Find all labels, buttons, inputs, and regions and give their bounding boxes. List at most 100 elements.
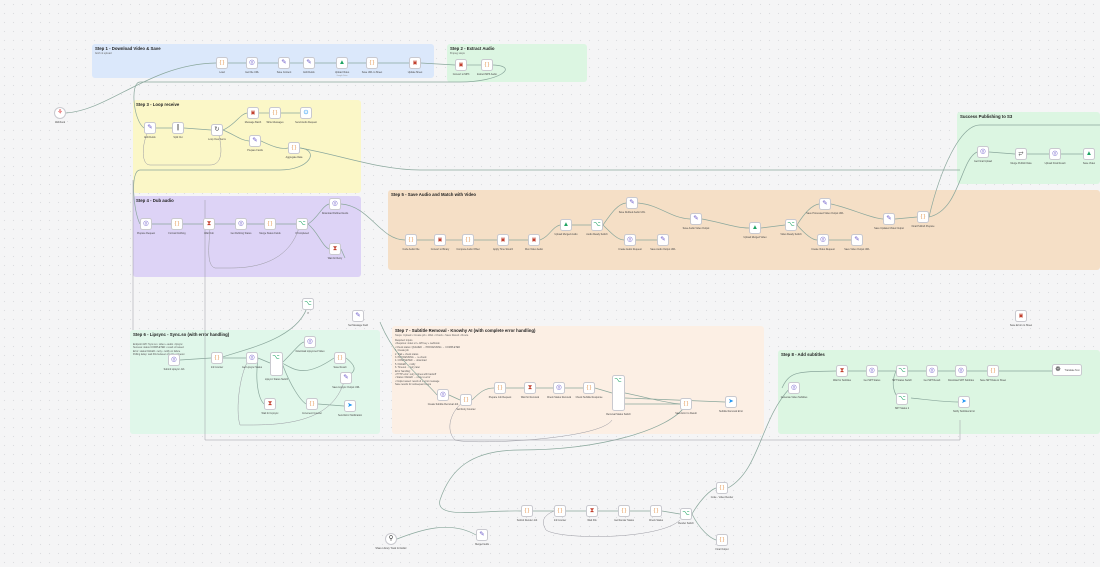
node-compute-offset[interactable]: { } Compute Audio Offset [456, 234, 480, 251]
node-generate-subtitles[interactable]: ◎ Generate Video Subtitles [780, 382, 808, 399]
node-get-srt-status[interactable]: ◎ Get SRT Status [863, 365, 881, 382]
node-wait-30s[interactable]: ⧗ Wait 30s [586, 505, 598, 522]
node-video-ready-switch[interactable]: ⌥ Video Ready Switch [780, 219, 802, 236]
node-check-removal[interactable]: ◎ Check Status Removal [546, 382, 572, 399]
node-extract-mp3[interactable]: { } Extract MP3 Audio [477, 59, 497, 76]
node-wait-retry[interactable]: ⧗ Wait for Retry [327, 243, 343, 260]
node-get-dubbing-status[interactable]: ◎ Get Dubbing Status [230, 218, 252, 235]
node-render-switch[interactable]: ⌥ Render Switch [678, 508, 694, 525]
node-format-dubbing[interactable]: { } Format Dubbing [168, 218, 186, 235]
node-if-completed[interactable]: ⌥ If Completed [295, 218, 309, 235]
node-save-result[interactable]: { } Save Result [334, 352, 346, 369]
node-aggregate-data[interactable]: { } Aggregate Data [286, 142, 302, 159]
globe-icon: ◎ [556, 383, 562, 391]
node-init-counter[interactable]: { } Init Counter [211, 352, 223, 369]
node-merge-publish[interactable]: ⥂ Merge Publish Data [1010, 148, 1032, 165]
node-message-batch[interactable]: ▣ Message Batch [245, 107, 261, 124]
node-check-subtitle-response[interactable]: { } Check Subtitle Response [576, 382, 602, 399]
node-code-audio-file[interactable]: { } Code Audio File [403, 234, 419, 251]
sticky-step4[interactable]: Step 4 - Dub audio [133, 196, 361, 277]
node-get-lipsync-status[interactable]: ◎ Get Lipsync Status [241, 352, 263, 369]
node-srt-status-2[interactable]: ⌥ SRT Status 2 [894, 393, 910, 410]
node-download-lipsynced[interactable]: ◎ Download Lipsynced Video [295, 336, 325, 353]
node-get-render-status[interactable]: { } Get Render Status [614, 505, 634, 522]
node-init-counter-2[interactable]: { } Init Counter [554, 505, 566, 522]
node-create-removal-job[interactable]: ◎ Create Subtitle Removal Job [427, 389, 459, 406]
node-time-stretch[interactable]: ▣ Apply Time Stretch [493, 234, 513, 251]
node-save-srt[interactable]: { } Save SRT Data to Sheet [980, 365, 1006, 382]
node-submit-render[interactable]: { } Submit Render Job [517, 505, 537, 522]
node-upload-merged-audio[interactable]: ▲ Upload Merged Audio [554, 219, 578, 236]
node-audio-ready-switch[interactable]: ⌥ Audio Ready Switch [586, 219, 608, 236]
node-save-url[interactable]: { } Save URL to Sheet [362, 57, 382, 74]
node-download-srt[interactable]: ◎ Download SRT Subtitles [948, 365, 974, 382]
node-edit-fields[interactable]: ✎ Edit Fields [303, 57, 315, 74]
node-download-dubbed[interactable]: ◎ Download Dubbed Audio [321, 198, 349, 215]
node-save-lipsync-url[interactable]: ✎ Save Lipsync Output URL [332, 372, 360, 389]
node-update-sheet[interactable]: ▣ Update Sheet [408, 57, 422, 74]
node-lipsync-switch[interactable]: ⌥ Lipsync Status Switch [264, 352, 289, 381]
node-lipsync-error-notify[interactable]: ➤ Send Error Notification [337, 400, 363, 417]
node-merge-status[interactable]: { } Merge Status Fields [259, 218, 281, 235]
sticky-step1[interactable]: Step 1 - Download Video & Save fetch & u… [92, 44, 434, 78]
node-mux-video[interactable]: ▣ Mux Video Audio [525, 234, 543, 251]
node-subtitles-error[interactable]: ➤ Notify Subtitles Error [953, 396, 975, 413]
node-set-retry[interactable]: { } Set Retry Counter [456, 394, 476, 411]
globe-icon: ◎ [440, 390, 446, 398]
node-if-bottom[interactable]: ⌥ If [302, 298, 314, 315]
node-save-video-output[interactable]: ✎ Save Video Output URL [844, 234, 870, 251]
node-prepare-request[interactable]: ◎ Prepare Request [136, 218, 156, 235]
node-convert-binary[interactable]: ▣ Convert to Binary [431, 234, 449, 251]
node-upload-video[interactable]: ▲ Upload Video Google Drive [334, 57, 350, 77]
node-save-dubbed-url[interactable]: ✎ Save Dubbed Audio URL [618, 197, 646, 214]
node-prepare-job[interactable]: { } Prepare Job Request [489, 382, 511, 399]
node-create-video-request[interactable]: ◎ Create Video Request [811, 234, 835, 251]
node-removal-switch[interactable]: ⌥ Removal Status Switch [606, 375, 631, 416]
node-save-updated-video[interactable]: ✎ Save Updated Video Output [874, 213, 904, 230]
node-get-final-upload[interactable]: ◎ Get Final Upload [974, 146, 992, 163]
node-removal-error[interactable]: ➤ Subtitle Removal Error [718, 396, 744, 413]
node-translate-text[interactable]: ❁ Translate Text [1052, 364, 1082, 376]
node-save-audio-video[interactable]: ✎ Save Audio Video Output [682, 213, 710, 230]
node-save-error-result[interactable]: { } Save Error to Result [675, 398, 697, 415]
node-wait-dub[interactable]: ⧗ Wait Dub [203, 218, 215, 235]
node-save-content[interactable]: ✎ Save Content [276, 57, 292, 74]
sticky-step2[interactable]: Step 2 - Extract Audio ffmpeg steps [447, 44, 587, 82]
node-wait-lipsync[interactable]: ⧗ Wait for Lipsync [261, 398, 279, 415]
node-set-message[interactable]: ✎ Set Message Field [348, 310, 368, 327]
node-code-video-render[interactable]: { } Code - Video Render [711, 482, 733, 499]
sticky-step5[interactable]: Step 5 - Save Audio and Match with Video [388, 190, 1100, 270]
node-write-messages[interactable]: { } Write Messages [266, 107, 284, 124]
node-check-status[interactable]: { } Check Status [649, 505, 663, 522]
node-get-srt-result[interactable]: ◎ Get SRT Result [923, 365, 941, 382]
node-wait-subtitles[interactable]: ⧗ Wait for Subtitles [833, 365, 851, 382]
node-webhook[interactable]: ⚘ Webhook [54, 107, 66, 124]
node-share-library[interactable]: ⚲ Share Library Track for Editor [375, 533, 407, 550]
node-save-video[interactable]: ▲ Save Video [1082, 148, 1096, 165]
node-loop-over-items[interactable]: ↻ Loop Over Items [208, 124, 226, 141]
sticky-add-subtitles[interactable]: Step 8 - Add subtitles [778, 350, 1100, 434]
node-convert-mp3[interactable]: ▣ Convert to MP3 [453, 59, 469, 76]
node-loop-edit[interactable]: ✎ Edit Fields [144, 122, 156, 139]
node-upload-merged-video[interactable]: ▲ Upload Merged Video [743, 222, 767, 239]
node-final-publish[interactable]: { } Final Publish Prepare [912, 211, 934, 228]
node-create-audio-request[interactable]: ◎ Create Audio Request [618, 234, 642, 251]
node-get-file-url[interactable]: ◎ Get File URL [245, 57, 259, 74]
node-upload-final[interactable]: ◎ Upload Final Result [1044, 148, 1066, 165]
node-final-output[interactable]: { } Final Output [715, 534, 729, 551]
node-save-errors-sheet[interactable]: ▣ Save Errors to Sheet [1010, 310, 1032, 327]
node-increment-counter[interactable]: { } Increment Counter [302, 398, 322, 415]
node-save-processed-video[interactable]: ✎ Save Processed Video Output URL [806, 198, 844, 215]
node-wait-removal[interactable]: ⧗ Wait for Removal [520, 382, 540, 399]
node-load[interactable]: { } Load [216, 57, 228, 74]
node-save-audio-output[interactable]: ✎ Save Audio Output URL [650, 234, 676, 251]
node-send-audio-request[interactable]: ⊙ Send Audio Request [295, 107, 317, 124]
sticky-subtitle-removal[interactable]: Step 7 - Subtitle Removal - Knowhy AI (w… [392, 326, 764, 434]
node-srt-switch[interactable]: ⌥ SRT Status Switch [892, 365, 912, 382]
node-prepare-fields[interactable]: ✎ Prepare Fields [247, 135, 263, 152]
node-split-out[interactable]: ∥ Split Out [172, 122, 184, 139]
node-submit-lipsync[interactable]: ◎ Submit Lipsync Job [163, 354, 185, 371]
node-merge-fields[interactable]: ✎ Merge Fields [475, 529, 489, 546]
